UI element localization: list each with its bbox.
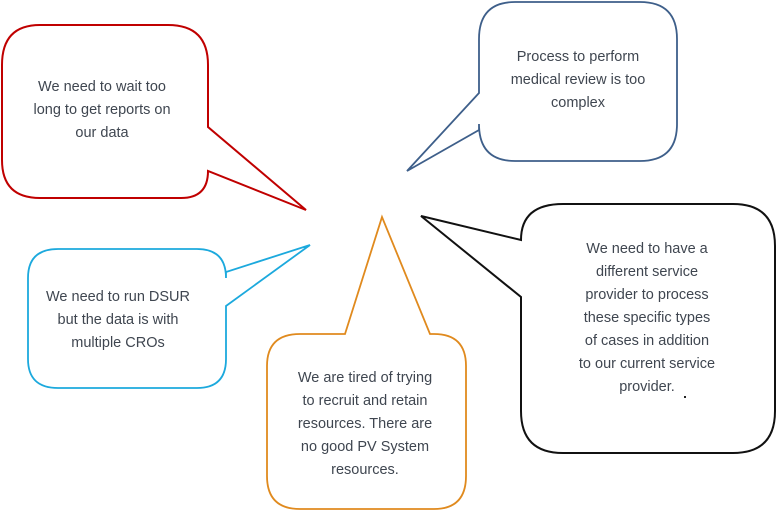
bubble-line: We need to run DSUR — [46, 288, 190, 305]
bubble-outline-reports — [1, 24, 307, 211]
bubble-outline-dsur — [27, 244, 311, 389]
bubble-line: of cases in addition — [584, 332, 710, 349]
bubble-line: to our current service — [578, 355, 716, 372]
bubble-line: our data — [75, 124, 129, 141]
bubble-text-reports: We need to wait too long to get reports … — [4, 70, 200, 150]
bubble-line: these specific types — [583, 309, 711, 326]
bubble-line: provider. — [619, 378, 675, 395]
bubble-line: We need to have a — [586, 240, 708, 257]
bubble-line: long to get reports on — [33, 101, 171, 118]
bubble-line: different service — [595, 263, 699, 280]
bubble-line: Process to perform — [516, 48, 640, 65]
bubble-line: resources. There are — [297, 415, 433, 432]
bubble-line: but the data is with — [57, 311, 179, 328]
stray-dot-mark — [684, 396, 686, 398]
bubble-line: resources. — [331, 461, 399, 478]
bubble-outline-service-provider — [420, 203, 776, 454]
bubble-line: We are tired of trying — [297, 369, 433, 386]
bubble-line: medical review is too — [510, 71, 646, 88]
bubble-line: complex — [551, 94, 605, 111]
bubble-text-resources: We are tired of trying to recruit and re… — [268, 364, 462, 484]
bubble-line: to recruit and retain — [302, 392, 428, 409]
bubble-line: provider to process — [585, 286, 709, 303]
bubble-outline-resources — [266, 214, 467, 510]
bubble-text-dsur: We need to run DSUR but the data is with… — [30, 283, 206, 357]
bubble-line: multiple CROs — [71, 334, 165, 351]
bubble-line: no good PV System — [300, 438, 430, 455]
bubble-text-medical-review: Process to perform medical review is too… — [481, 42, 675, 118]
bubble-outline-medical-review — [406, 1, 678, 172]
bubble-text-service-provider: We need to have a different service prov… — [559, 235, 735, 401]
bubble-line: We need to wait too — [38, 78, 166, 95]
